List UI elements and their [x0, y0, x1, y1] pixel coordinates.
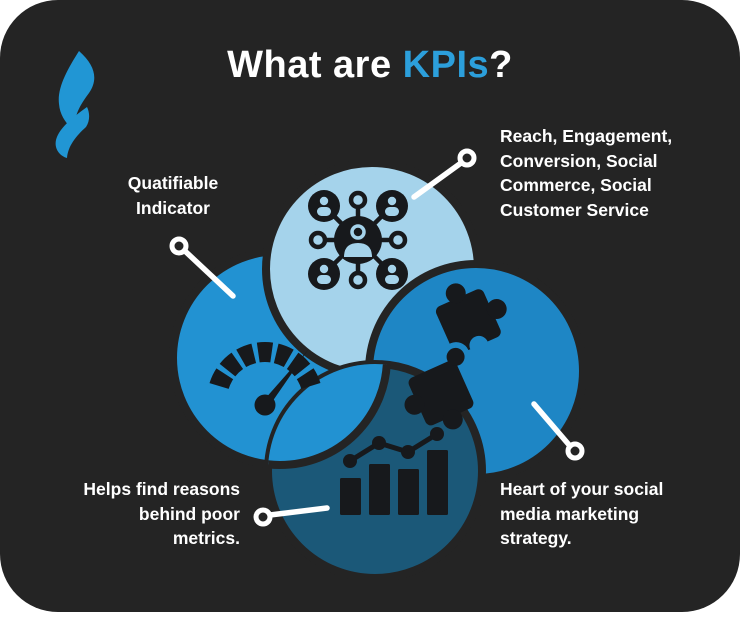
connector-metrics-list [411, 148, 477, 200]
infographic-panel: What are KPIs? Quatifiable Indicator Rea… [0, 0, 740, 612]
callout-quantifiable-indicator: Quatifiable Indicator [127, 173, 219, 218]
puzzle-piece-lower [404, 342, 474, 430]
title-suffix: ? [489, 44, 513, 86]
flame-upper [58, 51, 95, 131]
connector-strategy [531, 401, 585, 461]
title-highlight: KPIs [402, 44, 490, 86]
connector-poor-metrics [253, 505, 330, 527]
infographic-canvas [55, 51, 587, 582]
title-prefix: What are [227, 44, 403, 86]
gauge-arc [209, 342, 321, 390]
callout-strategy: Heart of your social media marketing str… [500, 479, 664, 548]
speedometer-icon [209, 342, 321, 416]
network-member-nodes [308, 190, 408, 290]
venn-circles [169, 159, 587, 582]
page-title: What are KPIs? [0, 44, 740, 87]
gauge-needle [261, 350, 308, 408]
people-network-icon [308, 190, 408, 290]
callout-metrics-list: Reach, Engagement, Conversion, Social Co… [500, 126, 673, 220]
connector-quantifiable [169, 236, 236, 299]
puzzle-piece-upper [435, 283, 507, 355]
bar-chart-icon [340, 427, 448, 515]
puzzle-pieces-icon [404, 283, 507, 430]
callout-poor-metrics: Helps find reasons behind poor metrics. [83, 479, 240, 548]
flame-lower [55, 107, 90, 158]
gauge-hub [254, 394, 276, 416]
network-dot-nodes [308, 190, 408, 290]
chart-trend-line [343, 427, 444, 468]
speedometer-circle-overlap [268, 364, 391, 469]
network-center-node [334, 216, 382, 264]
chart-bars [340, 450, 448, 515]
flame-logo [55, 51, 95, 158]
